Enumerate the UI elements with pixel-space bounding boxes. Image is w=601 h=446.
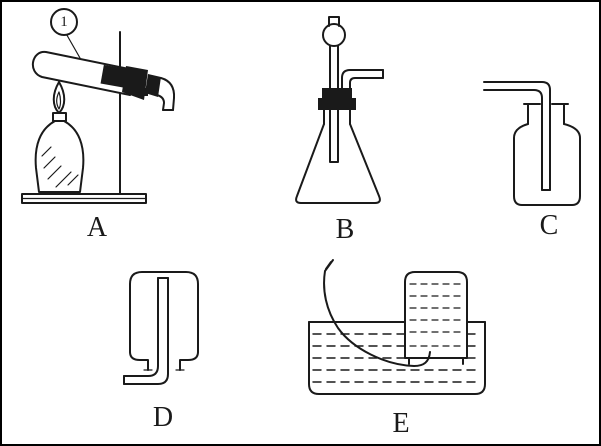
stopper xyxy=(122,66,148,100)
flask-neck xyxy=(323,109,351,125)
delivery-tube xyxy=(160,77,176,111)
bottle-neck xyxy=(523,103,569,125)
bottle-mouth xyxy=(129,351,199,371)
wick-holder xyxy=(52,112,67,122)
label-b: B xyxy=(335,214,355,245)
funnel-stem xyxy=(329,43,339,89)
tube-highlight xyxy=(325,261,332,270)
trough-water xyxy=(312,333,482,383)
delivery-tube xyxy=(341,69,384,89)
conical-flask xyxy=(295,123,381,204)
flask-stopper xyxy=(322,88,352,98)
label-e: E xyxy=(392,408,410,439)
inlet-tube xyxy=(123,277,159,377)
apparatus-a-test-tube-heating xyxy=(21,29,176,204)
funnel-ball xyxy=(322,23,346,47)
annotation-circled-1: 1 xyxy=(50,8,78,36)
apparatus-d-gas-bottle-inverted xyxy=(123,271,199,385)
funnel-mouth xyxy=(328,16,340,27)
alcohol-hatching xyxy=(41,146,79,188)
label-c: C xyxy=(539,210,559,241)
gas-bottle xyxy=(513,123,581,206)
apparatus-b-flask-generator xyxy=(295,16,384,204)
label-d: D xyxy=(152,402,174,433)
alcohol-lamp xyxy=(34,120,85,193)
bottle-mouth-notch xyxy=(408,357,464,365)
bent-delivery-tube xyxy=(323,259,431,367)
gas-bottle-inverted xyxy=(129,271,199,353)
bottle-water xyxy=(409,283,463,347)
inlet-tube xyxy=(483,81,551,191)
collecting-bottle xyxy=(404,271,468,359)
label-a: A xyxy=(86,212,108,243)
apparatus-e-water-trough xyxy=(308,259,486,395)
apparatus-c-gas-bottle-upright xyxy=(483,81,581,206)
water-trough xyxy=(308,321,486,395)
